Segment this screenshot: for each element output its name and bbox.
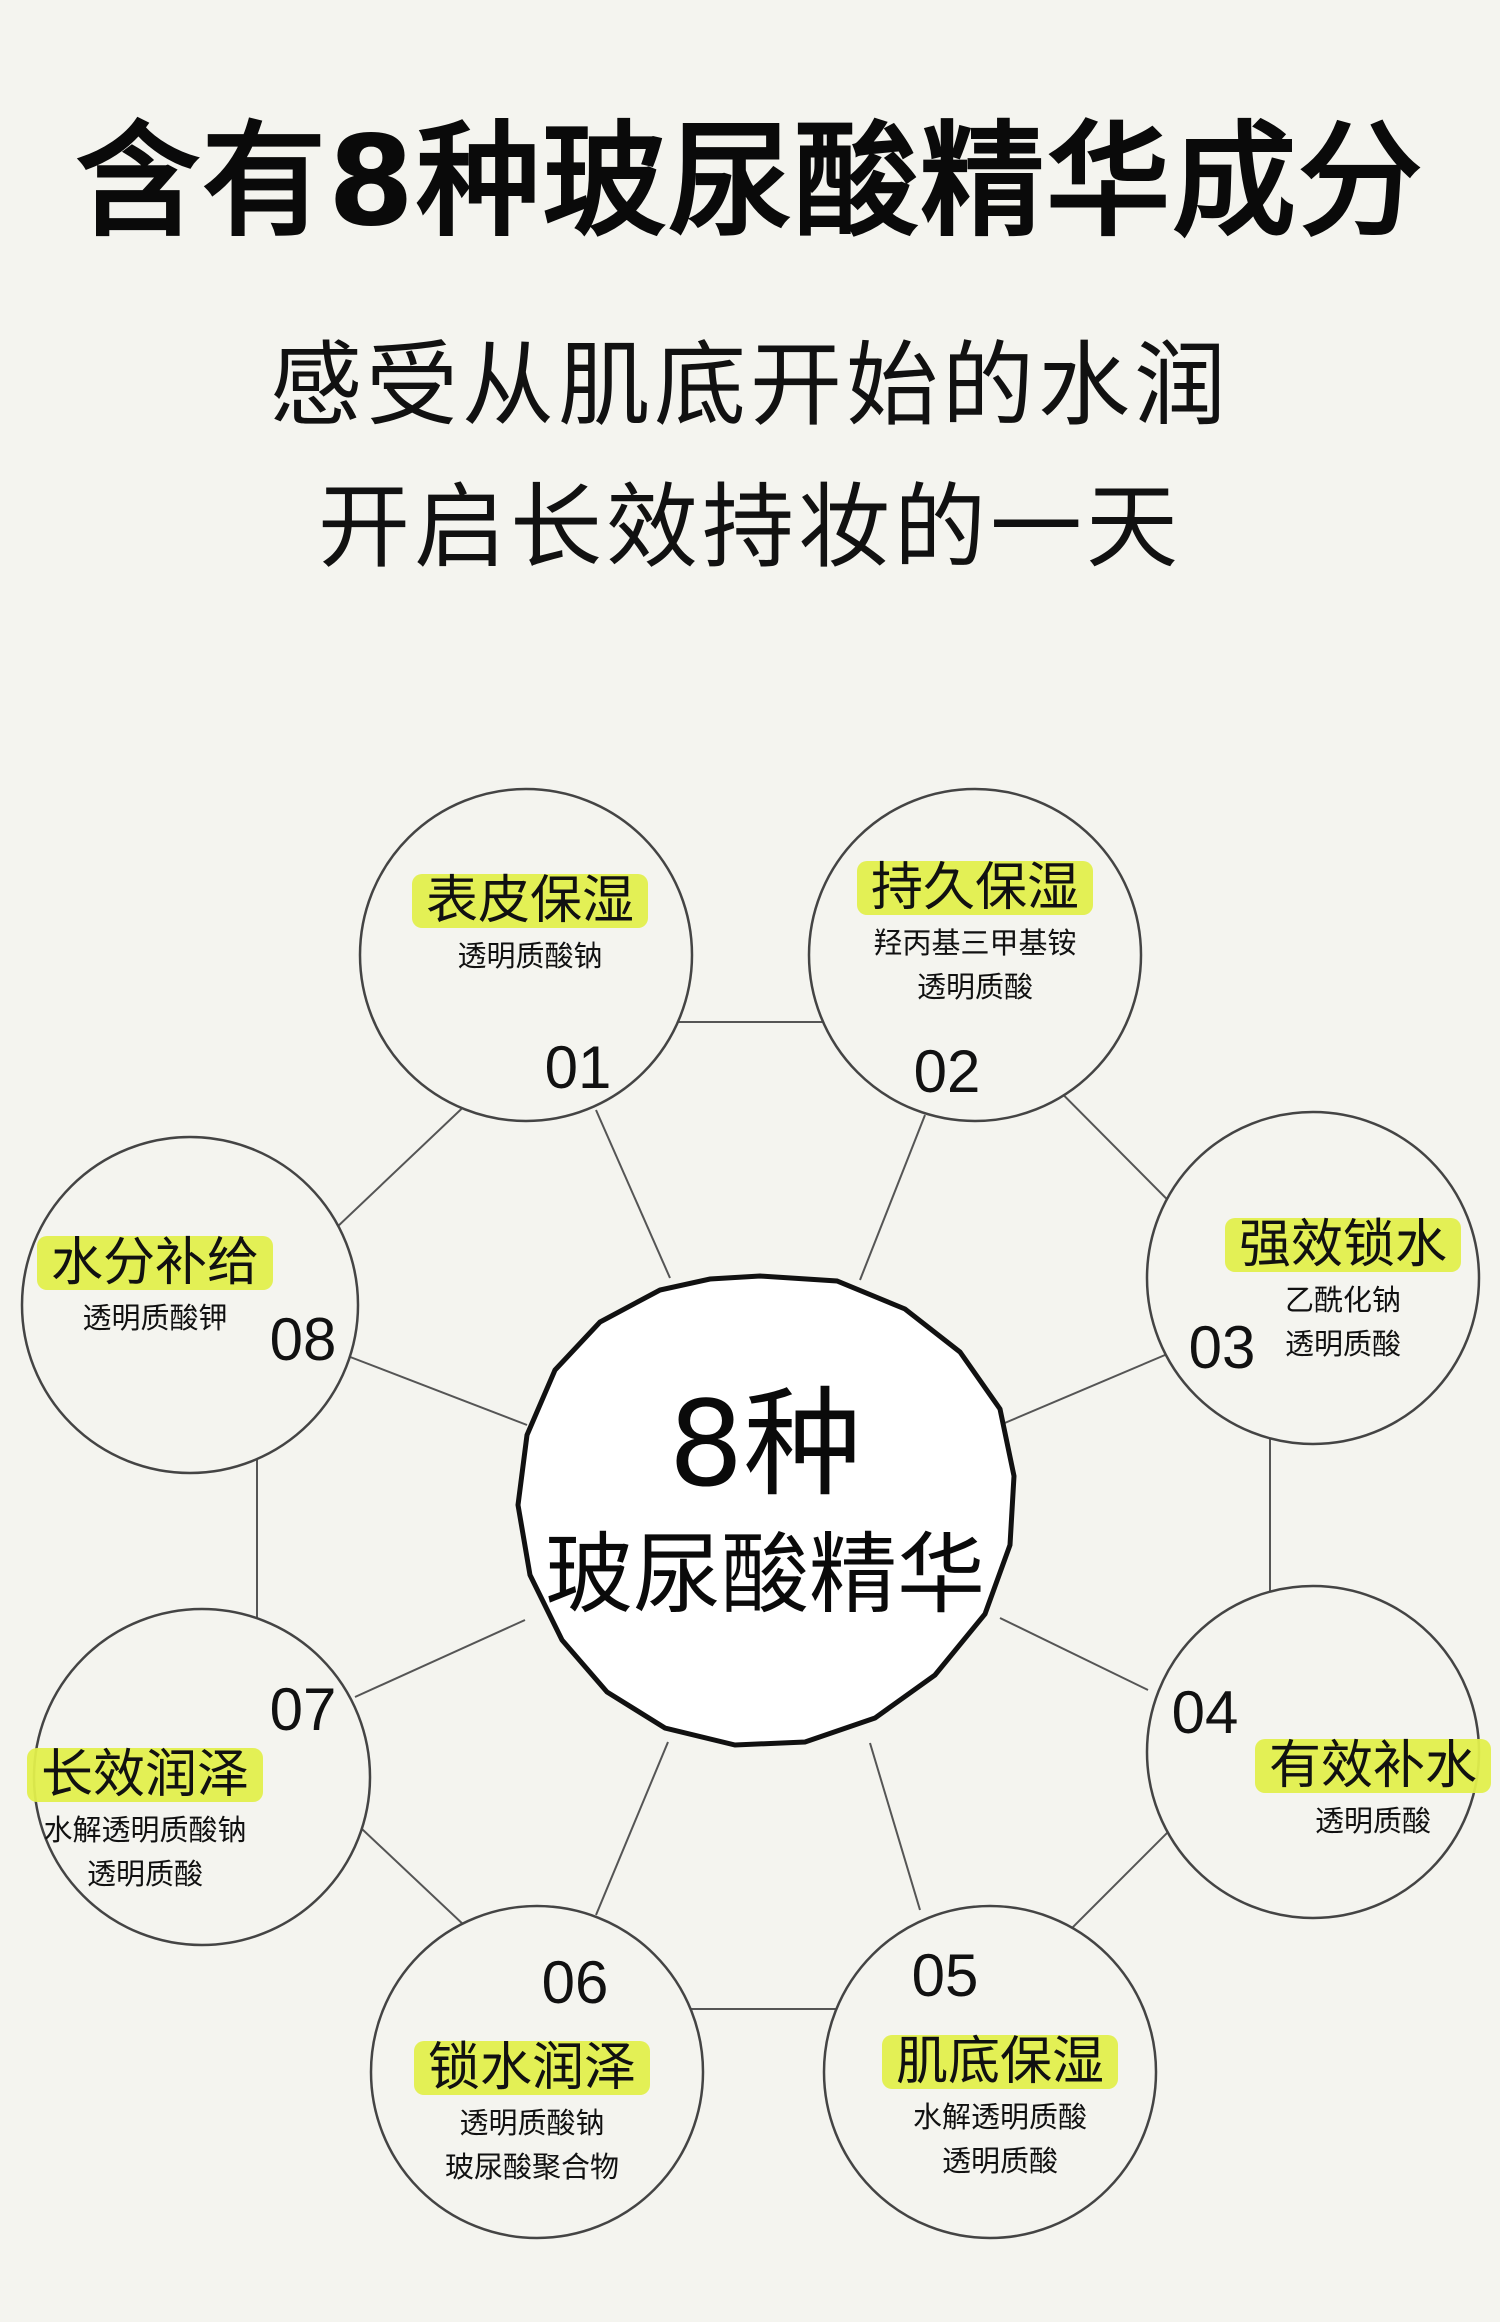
spoke-line-07 xyxy=(354,1619,526,1698)
node-ingredient: 羟丙基三甲基铵 xyxy=(873,926,1076,960)
node-ingredient: 透明质酸钠 xyxy=(459,2106,604,2140)
node-title: 锁水润泽 xyxy=(428,2038,636,2098)
page-title: 含有8种玻尿酸精华成分 xyxy=(75,110,1425,254)
title-highlight xyxy=(37,1236,273,1290)
node-number: 03 xyxy=(1189,1314,1256,1381)
node-ingredient: 玻尿酸聚合物 xyxy=(445,2150,619,2184)
node-ingredient: 透明质酸 xyxy=(1315,1804,1431,1838)
title-highlight xyxy=(1255,1739,1491,1793)
ingredient-nodes: 表皮保湿透明质酸钠01持久保湿羟丙基三甲基铵透明质酸02强效锁水乙酰化钠透明质酸… xyxy=(20,787,1491,2240)
center-count: 8种 xyxy=(668,1375,861,1513)
node-ingredient: 透明质酸钾 xyxy=(82,1301,227,1335)
node-title: 长效润泽 xyxy=(41,1745,249,1805)
node-circle xyxy=(358,787,694,1123)
node-ingredient: 乙酰化钠 xyxy=(1285,1283,1401,1317)
center-label: 玻尿酸精华 xyxy=(545,1523,985,1626)
title-highlight xyxy=(882,2035,1118,2089)
title-highlight xyxy=(1225,1218,1461,1272)
node-ingredient: 透明质酸 xyxy=(87,1857,203,1891)
subtitle-line-1: 感受从肌底开始的水润 xyxy=(269,332,1230,439)
spoke-line-01 xyxy=(595,1109,671,1279)
spoke-line-05 xyxy=(869,1742,921,1911)
node-title: 持久保湿 xyxy=(871,858,1079,918)
node-ingredient: 水解透明质酸 xyxy=(913,2100,1087,2134)
node-ingredient: 透明质酸钠 xyxy=(457,939,602,973)
spoke-line-02 xyxy=(859,1114,926,1281)
node-number: 02 xyxy=(914,1038,981,1105)
node-ingredient: 透明质酸 xyxy=(917,970,1033,1004)
node-number: 04 xyxy=(1172,1679,1239,1746)
center-circle xyxy=(515,1273,1017,1748)
spoke-line-03 xyxy=(999,1354,1166,1426)
spoke-line-04 xyxy=(999,1617,1149,1691)
title-highlight xyxy=(857,861,1093,915)
node-number: 05 xyxy=(912,1942,979,2009)
title-highlight xyxy=(27,1748,263,1802)
node-title: 水分补给 xyxy=(51,1233,259,1293)
node-number: 08 xyxy=(270,1306,337,1373)
title-highlight xyxy=(412,874,648,928)
spoke-line-08 xyxy=(344,1354,528,1426)
spoke-lines xyxy=(344,1109,1166,1916)
node-ingredient: 透明质酸 xyxy=(942,2144,1058,2178)
node-number: 07 xyxy=(270,1676,337,1743)
node-ingredient: 透明质酸 xyxy=(1285,1327,1401,1361)
subtitle-line-2: 开启长效持妆的一天 xyxy=(317,474,1182,581)
node-title: 肌底保湿 xyxy=(896,2032,1104,2092)
node-title: 强效锁水 xyxy=(1239,1215,1447,1275)
center-node: 8种 玻尿酸精华 xyxy=(515,1273,1017,1748)
node-ingredient: 水解透明质酸钠 xyxy=(43,1813,246,1847)
node-number: 06 xyxy=(542,1949,609,2016)
title-highlight xyxy=(414,2041,650,2095)
node-circle xyxy=(1145,1110,1481,1446)
spoke-line-06 xyxy=(595,1741,669,1916)
node-circle xyxy=(20,1135,360,1475)
node-number: 01 xyxy=(545,1034,612,1101)
node-title: 有效补水 xyxy=(1269,1736,1477,1796)
node-title: 表皮保湿 xyxy=(426,871,634,931)
